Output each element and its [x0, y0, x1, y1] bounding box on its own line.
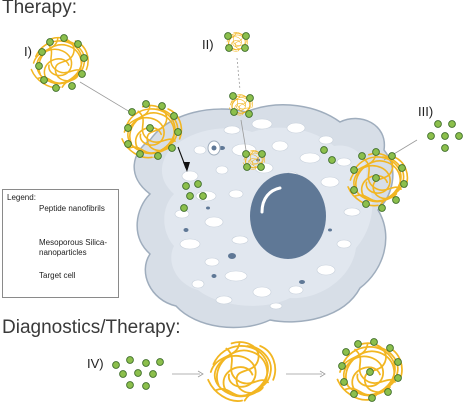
nucleus — [250, 173, 326, 259]
diagnostics-therapy-heading: Diagnostics/Therapy: — [2, 317, 181, 338]
fibril-cluster-iv-loaded — [336, 338, 403, 402]
therapy-heading: Therapy: — [2, 0, 77, 18]
label-iii: III) — [418, 104, 434, 119]
fibril-cluster-i — [30, 34, 89, 92]
legend-title: Legend: — [7, 193, 36, 202]
fibril-cluster-ii — [224, 32, 250, 52]
organelles — [183, 146, 332, 284]
fibril-cluster-ii-mid — [228, 92, 254, 118]
nucleus-highlight — [260, 186, 282, 214]
label-iv: IV) — [87, 356, 104, 371]
label-i: I) — [24, 44, 32, 59]
fibril-cluster-iv — [207, 341, 277, 402]
legend-entry-particles-line2: nanoparticles — [39, 248, 87, 257]
target-cell — [133, 104, 394, 329]
label-ii: II) — [202, 37, 214, 52]
free-particles-iii — [427, 120, 463, 152]
iv-arrows — [172, 370, 326, 378]
legend-box: Legend: Peptide nanofibrils Mesoporous S… — [2, 189, 119, 298]
particles-iv — [112, 356, 164, 390]
legend-entry-cell: Target cell — [39, 271, 76, 280]
entry-arrow — [177, 146, 190, 172]
legend-entry-fibrils: Peptide nanofibrils — [39, 204, 105, 213]
legend-entry-particles-line1: Mesoporous Silica- — [39, 238, 108, 247]
